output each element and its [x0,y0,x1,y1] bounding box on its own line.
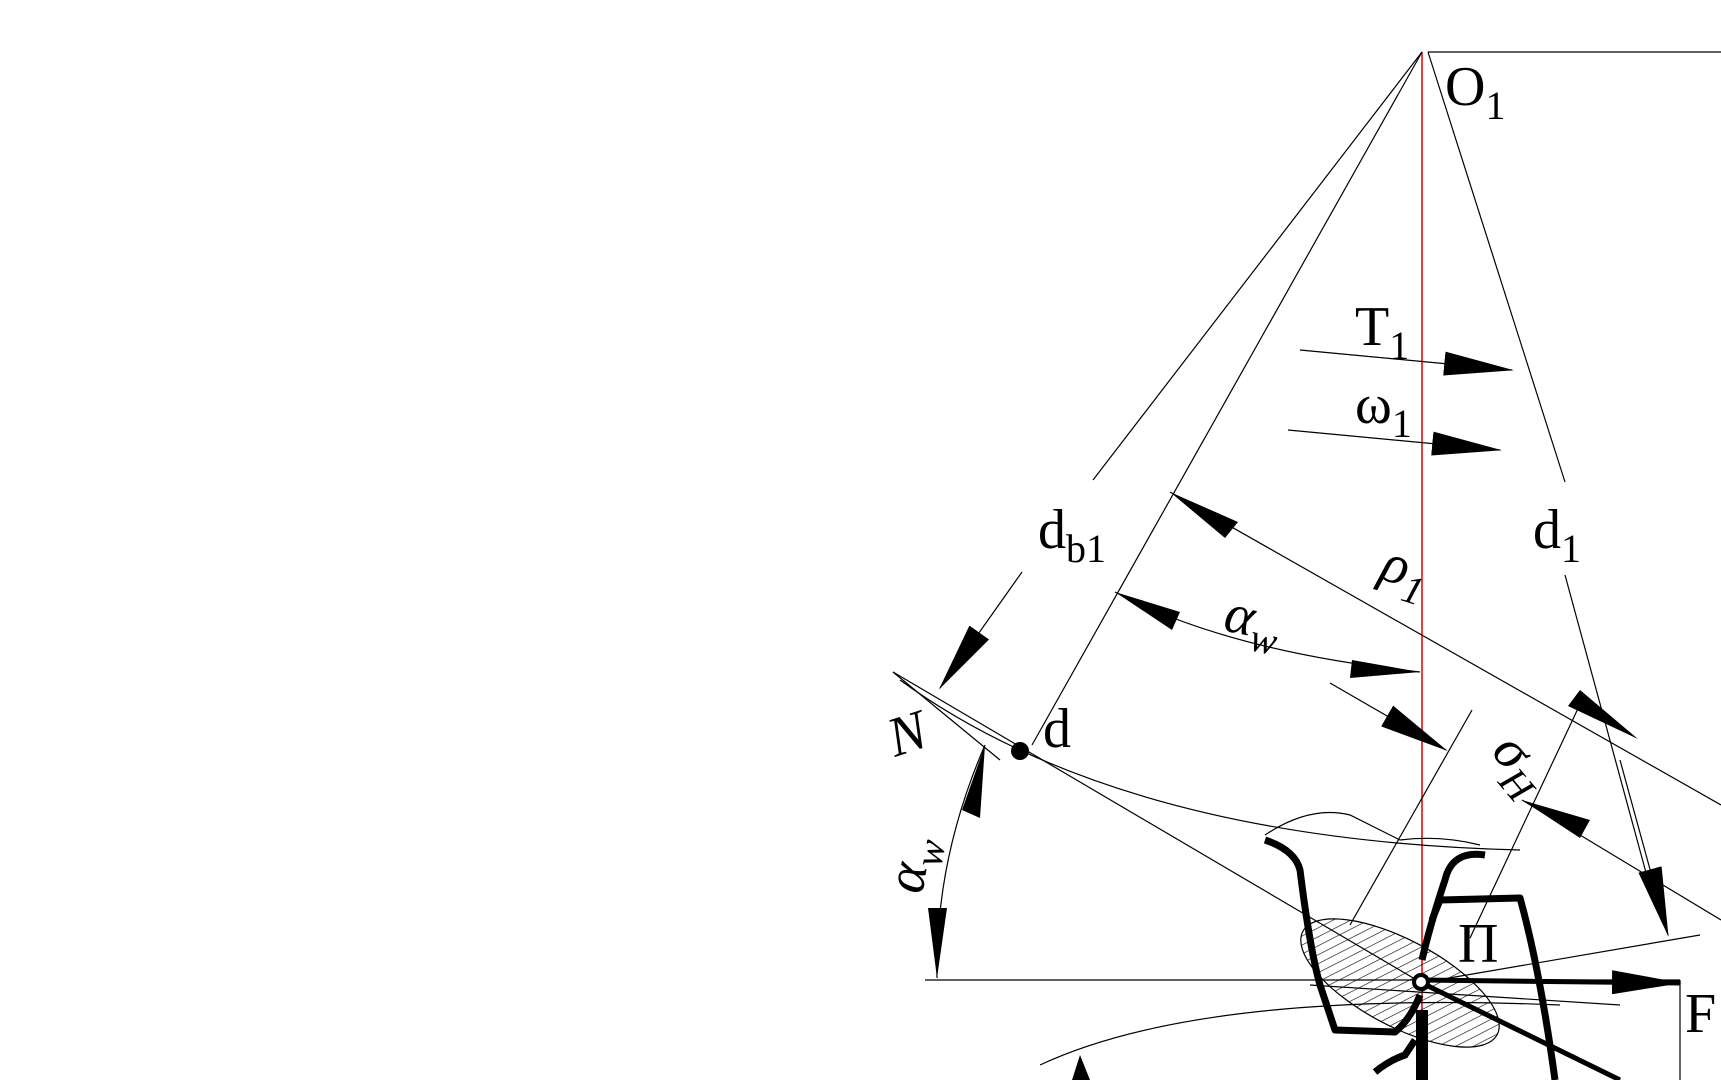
angular-velocity-arrow [1287,429,1502,456]
base-circle-line-outer [1092,51,1423,481]
label-alpha-w-lower: αw [874,831,955,899]
contact-direction-arrow [1329,682,1448,752]
pitch-circle-line-lower [1564,574,1649,881]
stress-line-left [1349,709,1473,926]
rho1-arrowhead-lower [1568,690,1638,739]
label-n: N [879,698,937,770]
label-db1: db1 [1038,499,1106,571]
contact-zone-ellipse [1300,918,1500,1048]
upper-tooth-profile-right [1418,850,1486,961]
tooth-profile-thin [1264,812,1481,846]
alpha-w-arrow-left [1115,592,1180,630]
db1-leader [938,571,1023,690]
pitch-circle-line [1427,51,1566,483]
point-d-marker [1011,742,1029,760]
alpha-w-lower-arrow-top [962,745,985,818]
label-t1: T1 [1355,296,1409,368]
label-alpha-w: αw [1217,582,1287,664]
label-omega1: ω1 [1355,374,1412,446]
label-o1: O1 [1445,56,1505,128]
alpha-w-lower-arrow-bottom [928,908,947,978]
lower-tooth-profile [1428,894,1559,1081]
sigma-arrowhead [1522,800,1590,838]
rho1-dimension-line [1169,491,1721,806]
pitch-normal-line [1419,934,1701,984]
d1-arrow-shaft [1619,759,1669,937]
label-rho1: ρ1 [1369,531,1438,615]
rho1-arrowhead-upper [1170,492,1238,538]
base-circle-arc [899,679,1521,851]
torque-arrow [1299,349,1514,376]
label-force: F [1685,983,1716,1045]
lower-tooth-profile-left [1372,1038,1418,1075]
n-tangent-line [892,671,1001,761]
pitch-point-marker [1412,973,1430,991]
alpha-w-arrow-right [1350,660,1420,678]
label-d1: d1 [1533,499,1581,571]
label-d: d [1043,698,1071,760]
pitch-tangent-line [1309,984,1621,1006]
mating-gear-arrow [1072,1055,1090,1080]
base-circle-line-inner [1031,51,1423,746]
label-pitch-point: Π [1458,913,1498,975]
